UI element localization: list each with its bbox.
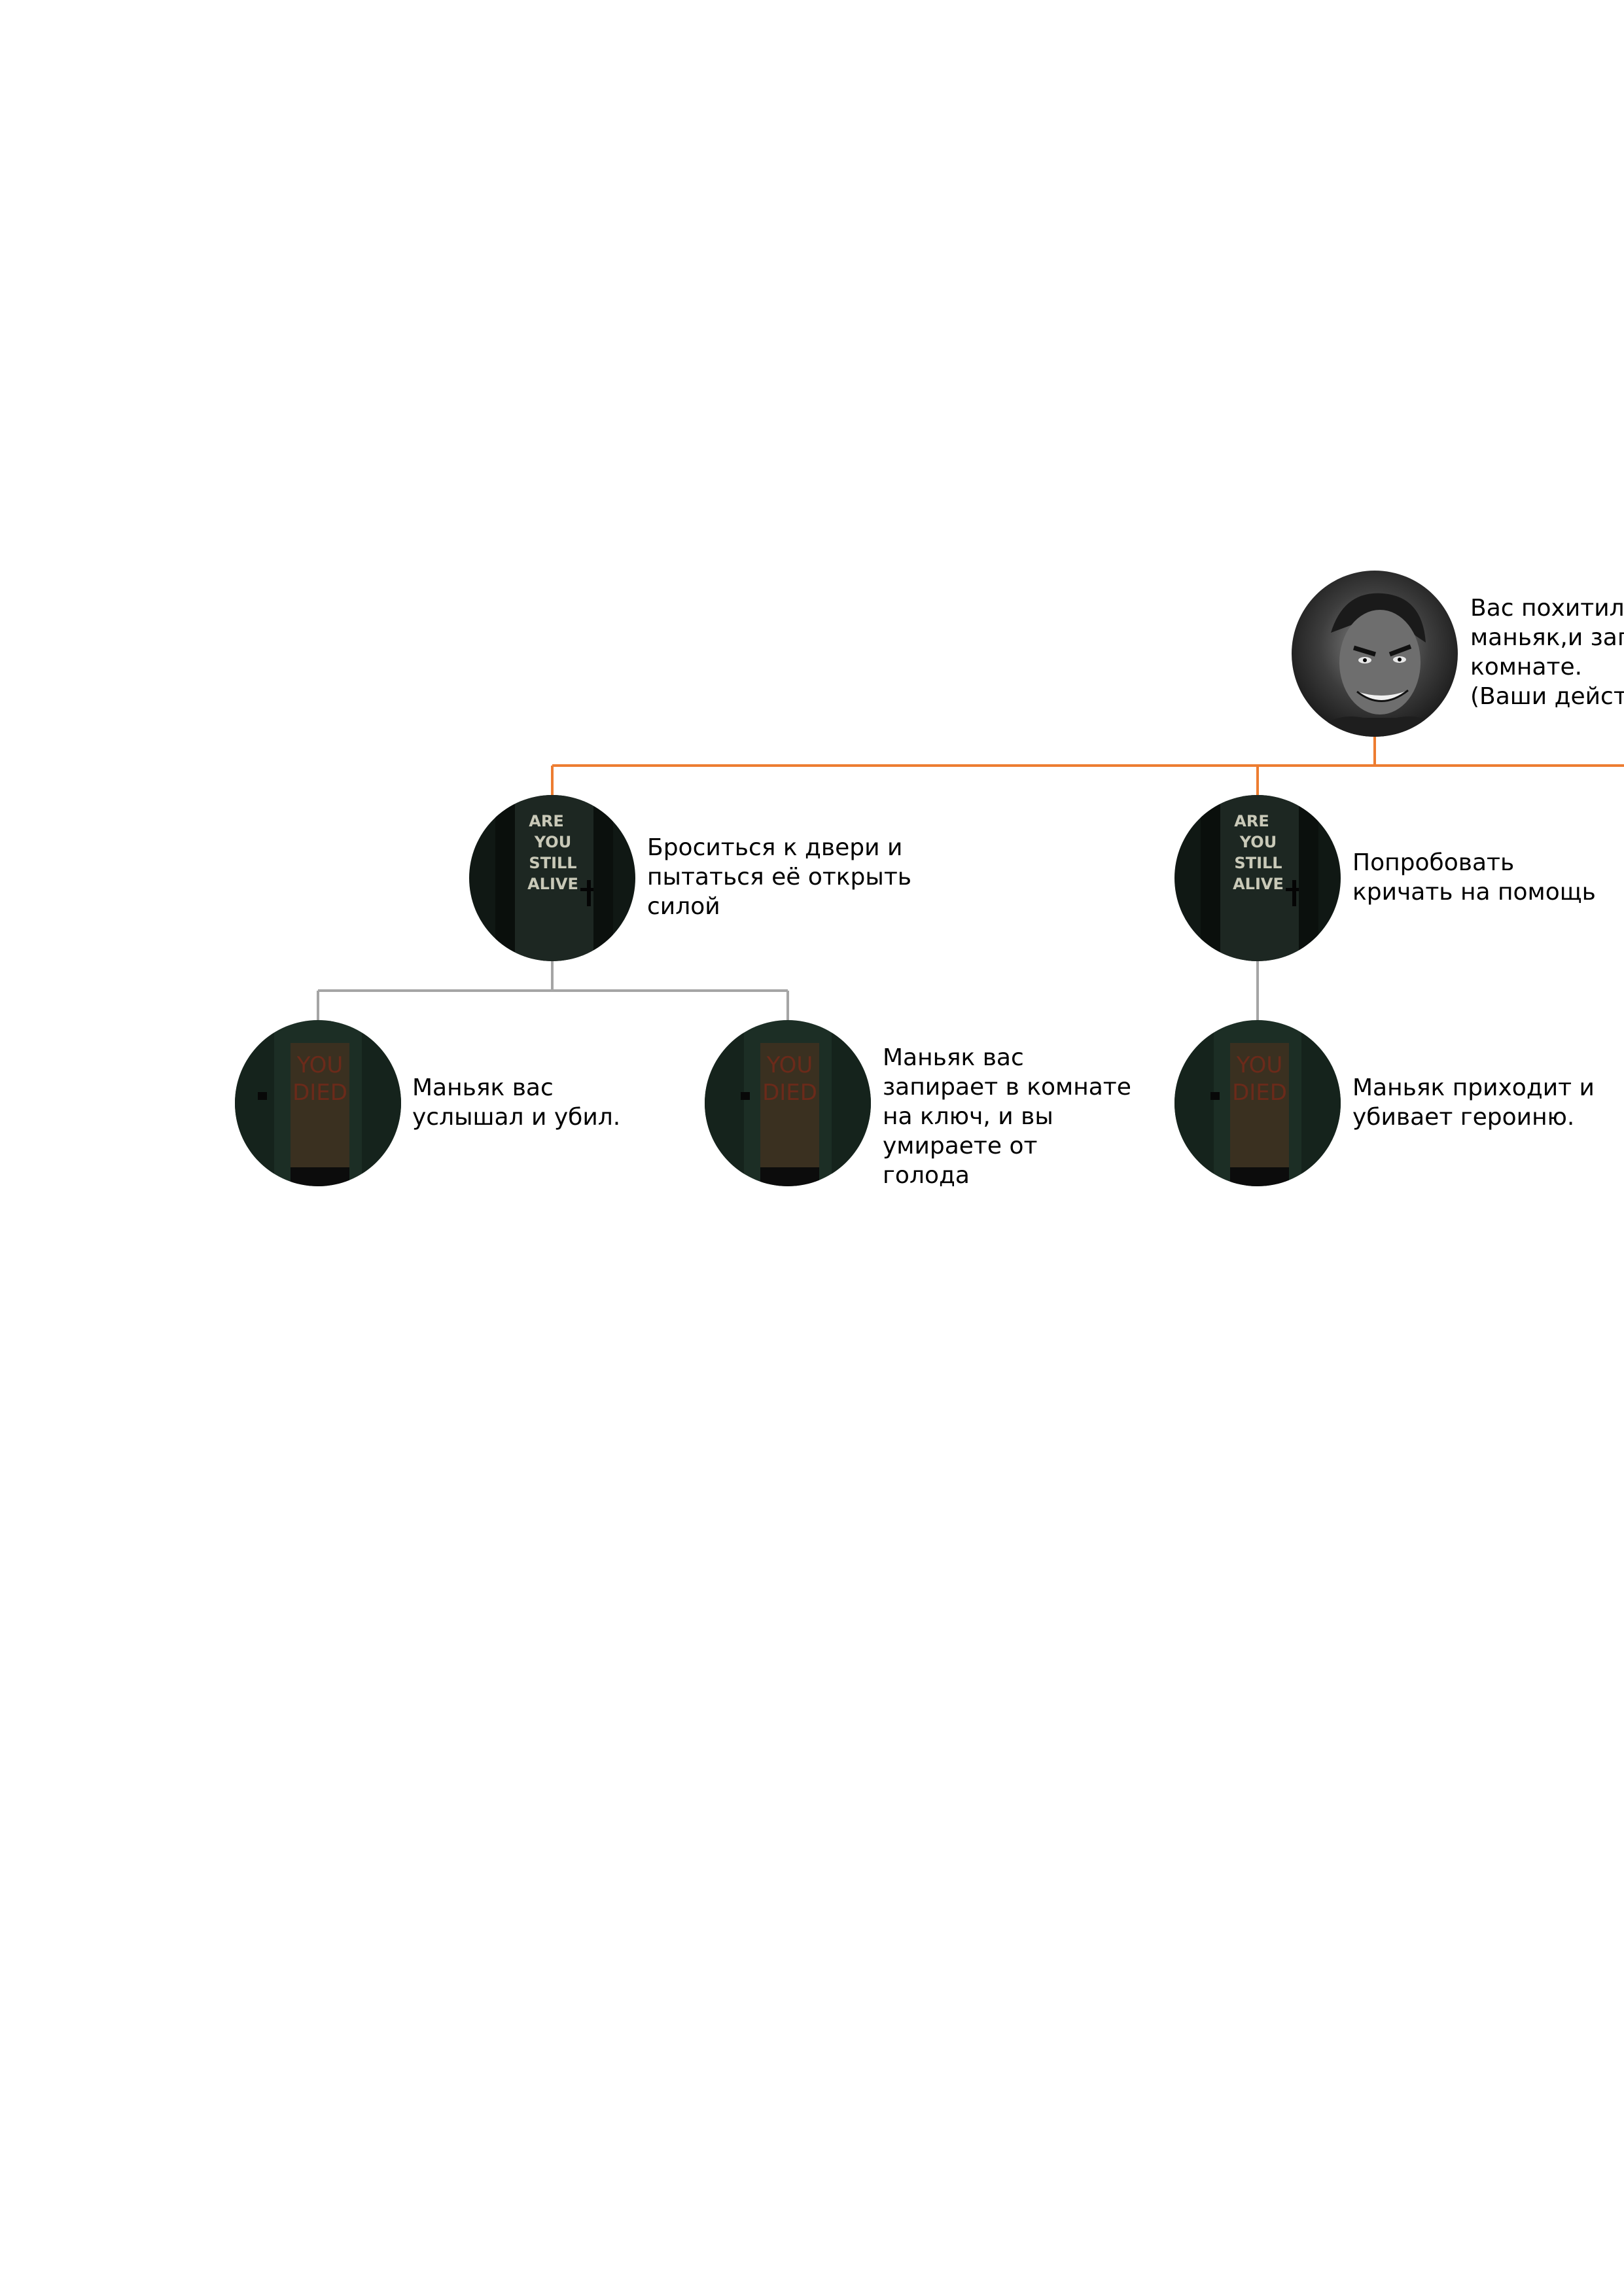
- option-force-door-label: Броситься к двери и пытаться её открыть …: [647, 834, 912, 920]
- are-you-still-alive-door-image: ARE YOU STILL ALIVE: [469, 795, 635, 961]
- door-text-line-1: ARE: [1234, 812, 1269, 830]
- door-text-line-1: ARE: [529, 812, 563, 830]
- door-text-line-4: ALIVE: [527, 875, 578, 893]
- door-text-line-2: YOU: [1239, 833, 1277, 851]
- you-died-door-image: YOU DIED: [705, 1020, 871, 1186]
- outcome-locked-starve-label: Маньяк вас запирает в комнате на ключ, и…: [883, 1044, 1131, 1189]
- you-died-door-image: YOU DIED: [235, 1020, 401, 1186]
- still-alive-text: ARE YOU STILL ALIVE: [527, 812, 578, 893]
- died-text-line-1: YOU: [296, 1052, 344, 1078]
- died-text-line-2: DIED: [292, 1080, 347, 1106]
- died-text-line-2: DIED: [762, 1080, 817, 1106]
- maniac-face-image: [1292, 571, 1458, 737]
- died-text-line-2: DIED: [1232, 1080, 1287, 1106]
- you-died-text: YOU DIED: [292, 1052, 347, 1106]
- still-alive-text: ARE YOU STILL ALIVE: [1233, 812, 1284, 893]
- secondary-connectors: [317, 961, 1259, 1020]
- outcome-maniac-kills-label: Маньяк приходит и убивает героиню.: [1352, 1074, 1595, 1131]
- you-died-text: YOU DIED: [762, 1052, 817, 1106]
- outcome-heard-killed-label: Маньяк вас услышал и убил.: [412, 1074, 621, 1131]
- door-text-line-4: ALIVE: [1233, 875, 1284, 893]
- died-text-line-1: YOU: [1236, 1052, 1283, 1078]
- you-died-door-image: YOU DIED: [1174, 1020, 1341, 1186]
- you-died-text: YOU DIED: [1232, 1052, 1287, 1106]
- are-you-still-alive-door-image: ARE YOU STILL ALIVE: [1174, 795, 1341, 961]
- door-text-line-2: YOU: [534, 833, 571, 851]
- primary-connectors: [551, 737, 1624, 795]
- died-text-line-1: YOU: [766, 1052, 813, 1078]
- door-text-line-3: STILL: [529, 854, 576, 872]
- root-node-label: Вас похитил маньяк,и запе комнате. (Ваши…: [1470, 595, 1624, 710]
- door-text-line-3: STILL: [1234, 854, 1282, 872]
- option-scream-label: Попробовать кричать на помощь: [1352, 849, 1596, 906]
